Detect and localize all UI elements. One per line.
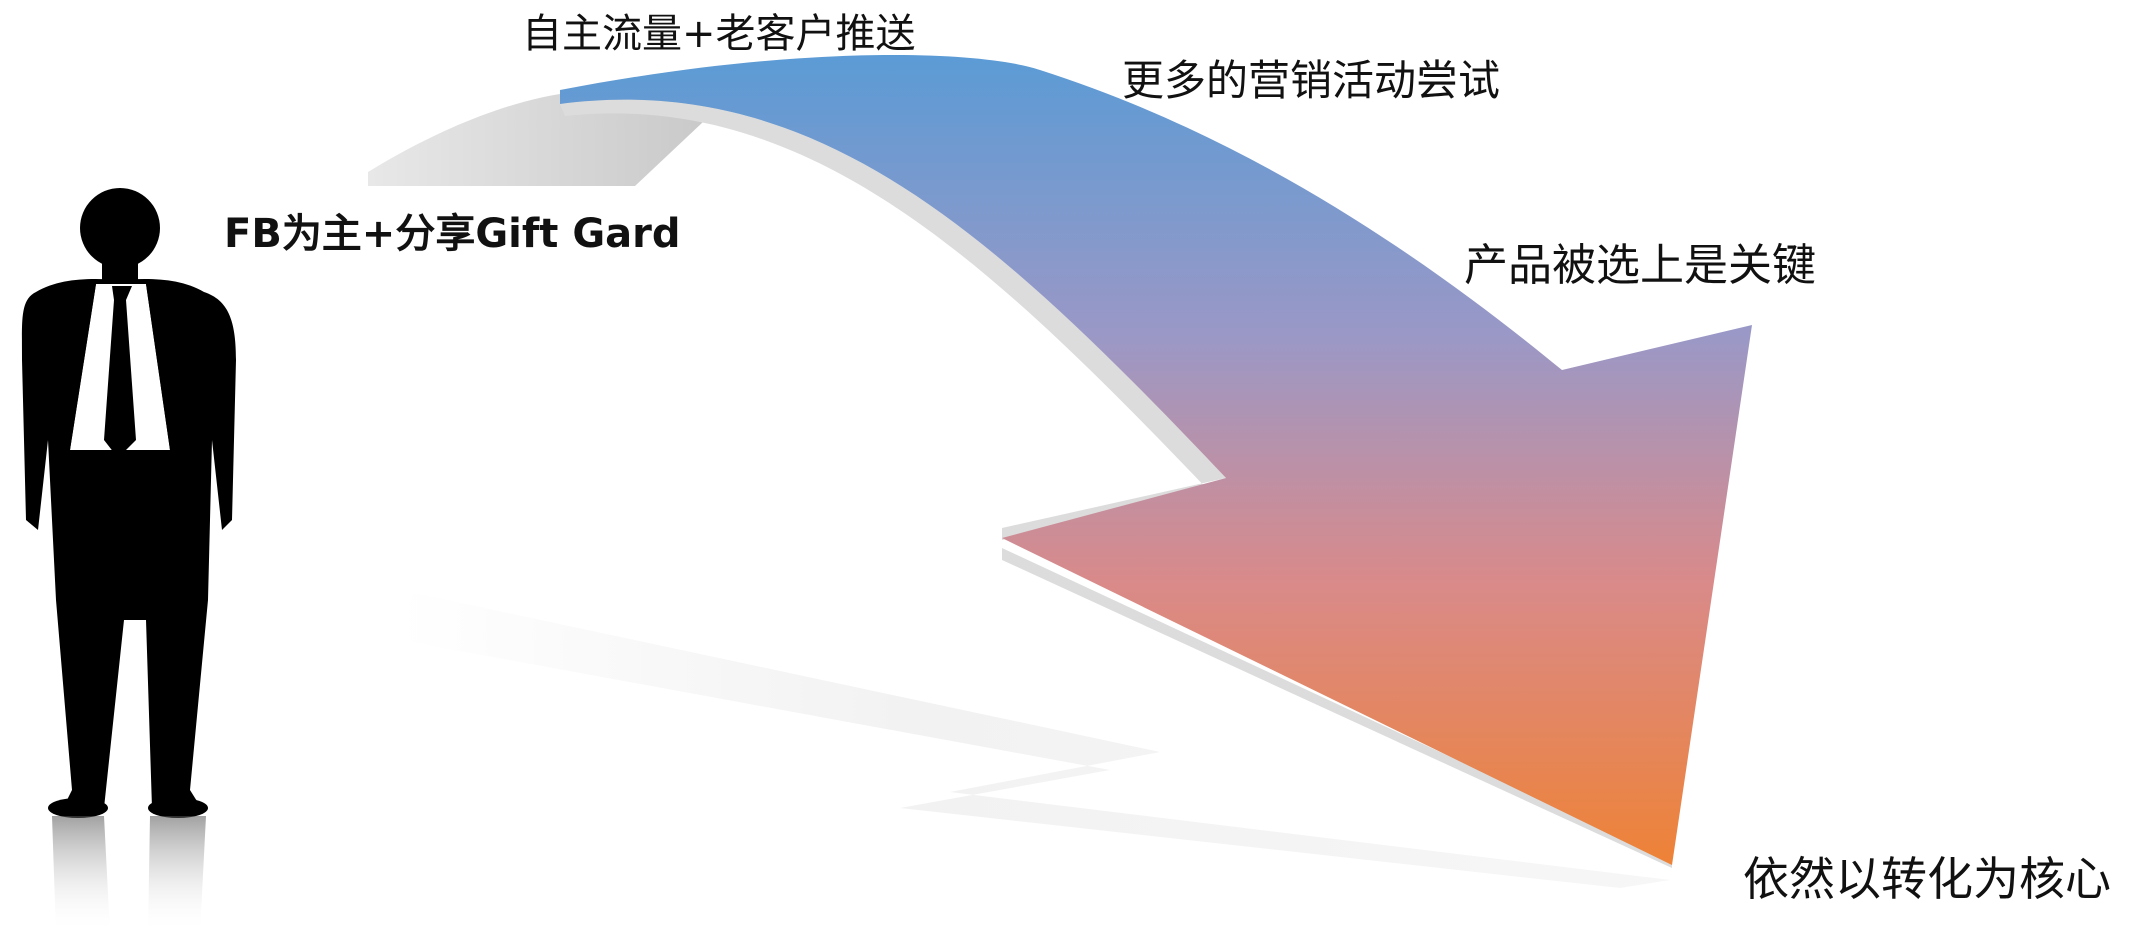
label-traffic: 自主流量+老客户推送 — [522, 11, 916, 57]
label-conversion-core: 依然以转化为核心 — [1743, 852, 2111, 906]
arrow-reflection — [400, 590, 1670, 888]
businessman-silhouette — [21, 188, 237, 933]
label-fb-share: FB为主+分享Gift Gard — [224, 211, 681, 257]
arrow-tail — [368, 92, 720, 186]
label-product-selected: 产品被选上是关键 — [1464, 240, 1816, 291]
curved-arrow — [560, 54, 1752, 866]
label-marketing: 更多的营销活动尝试 — [1122, 56, 1501, 105]
